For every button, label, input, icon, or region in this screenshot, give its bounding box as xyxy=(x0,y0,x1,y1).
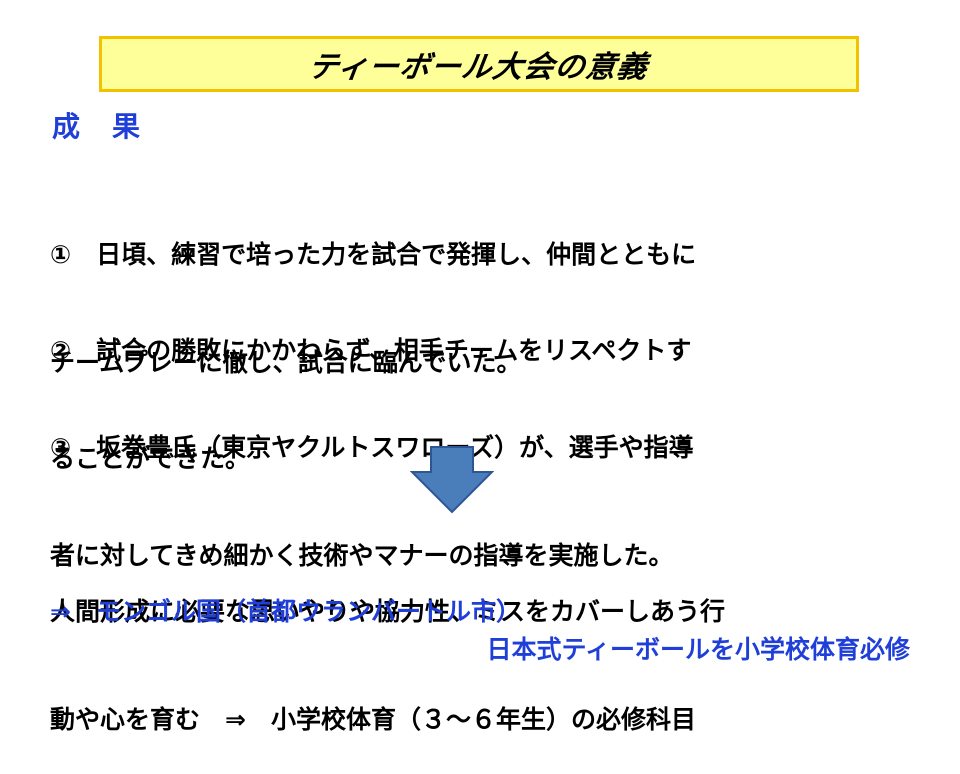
result-item-1: ① 日頃、練習で培った力を試合で発揮し、仲間とともに チームプレーに徹し、試合に… xyxy=(50,165,910,417)
result-item-2-line-2: ることができた。 xyxy=(50,444,251,473)
result-item-1-line-2: チームプレーに徹し、試合に臨んでいた。 xyxy=(50,348,522,377)
title-box: ティーボール大会の意義 xyxy=(99,36,859,92)
result-item-3-line-2: 者に対してきめ細かく技術やマナーの指導を実施した。 xyxy=(50,541,674,570)
result-item-2: ② 試合の勝敗にかかわらず、相手チームをリスペクトす ることができた。 xyxy=(50,261,910,513)
result-item-2-line-1: ② 試合の勝敗にかかわらず、相手チームをリスペクトす xyxy=(50,336,692,365)
result-item-1-line-1: ① 日頃、練習で培った力を試合で発揮し、仲間とともに xyxy=(50,240,697,269)
result-item-3-line-1: ③ 坂巻豊氏（東京ヤクルトスワローズ）が、選手や指導 xyxy=(50,433,694,462)
mongolia-line-2: 日本式ティーボールを小学校体育必修 xyxy=(486,635,910,664)
summary-line-1: 人間形成に必要な思いやりや協力性、ミスをカバーしあう行 xyxy=(50,597,726,626)
result-item-3: ③ 坂巻豊氏（東京ヤクルトスワローズ）が、選手や指導 者に対してきめ細かく技術や… xyxy=(50,358,910,610)
section-heading: 成 果 xyxy=(52,110,143,143)
summary-line-2: 動や心を育む ⇒ 小学校体育（３～６年生）の必修科目 xyxy=(50,705,696,734)
down-arrow-icon xyxy=(410,446,494,514)
mongolia-line-1: ⇒ モンゴル国（首都ウランバートル市） xyxy=(50,597,521,626)
slide-title: ティーボール大会の意義 xyxy=(306,50,651,85)
